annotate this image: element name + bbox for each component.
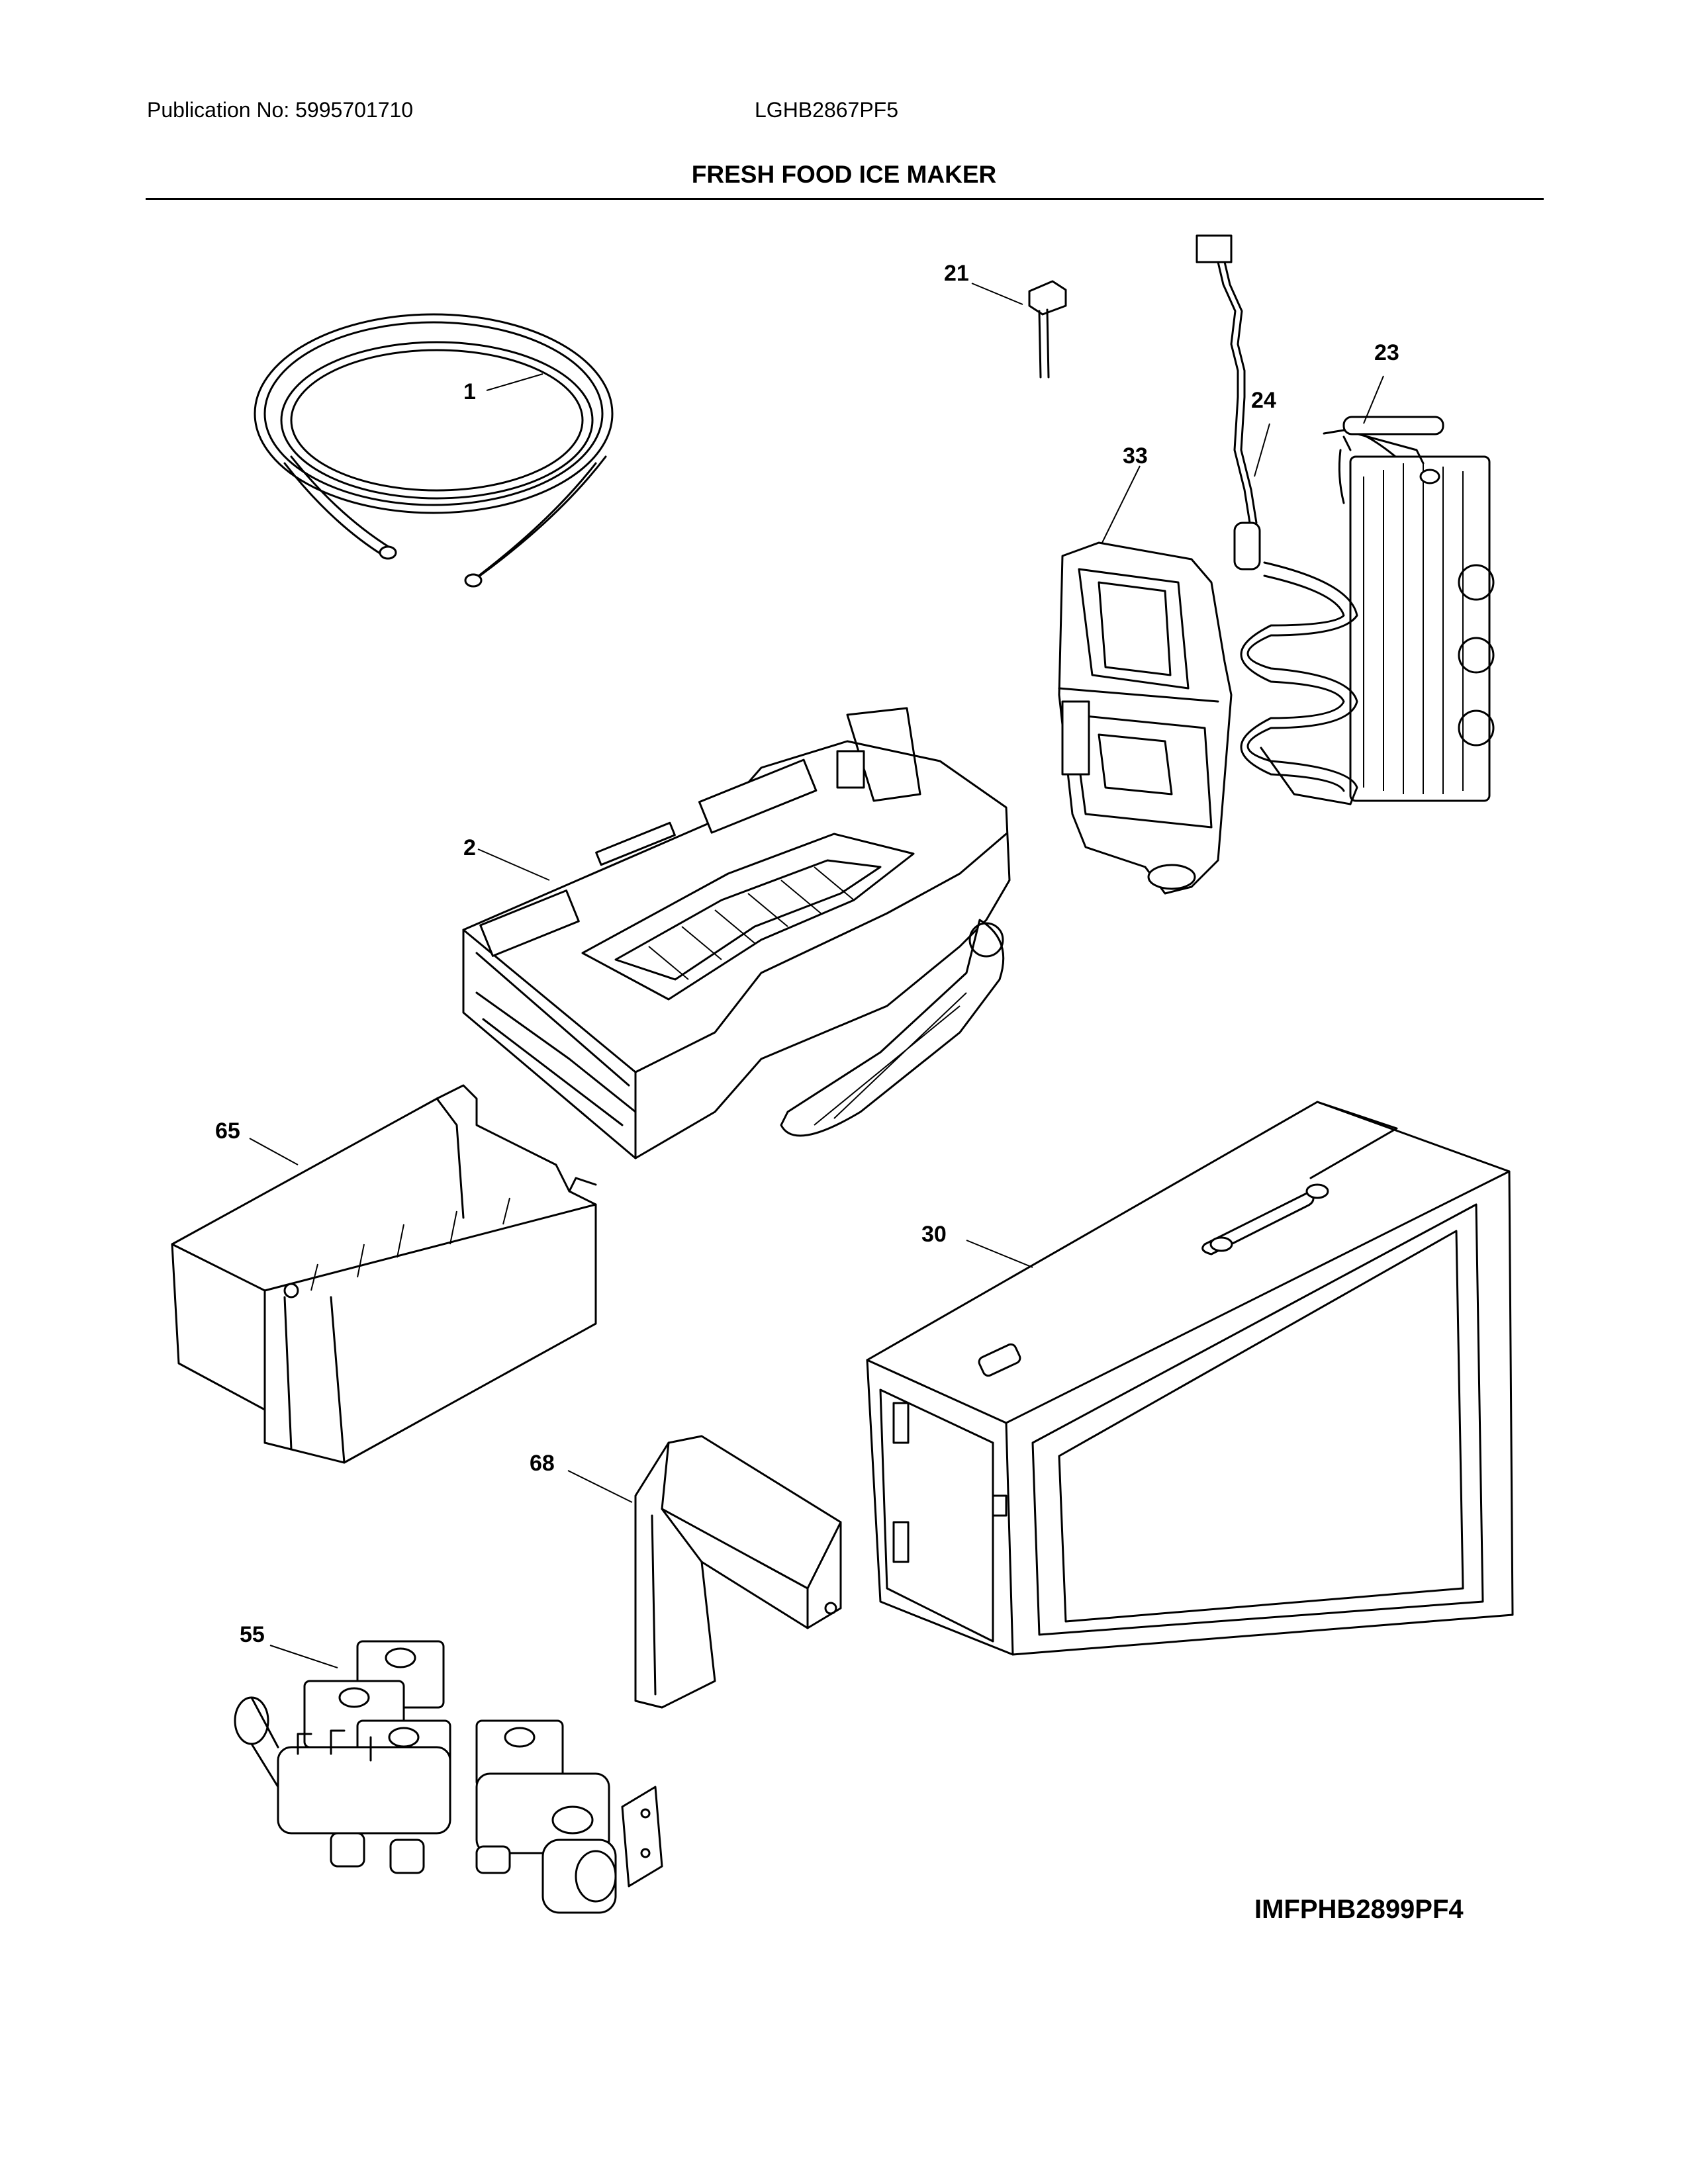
part-21-sensor[interactable]	[1028, 280, 1067, 379]
callout-68: 68	[530, 1451, 555, 1476]
model-number: LGHB2867PF5	[755, 98, 899, 122]
part-55-water-valve[interactable]	[234, 1640, 663, 1914]
diagram-title: FRESH FOOD ICE MAKER	[691, 161, 997, 188]
callout-33: 33	[1123, 443, 1148, 469]
callout-55: 55	[240, 1622, 265, 1647]
leader-lines	[249, 283, 1384, 1668]
callout-labels: 1 2 21 23 24 33 65 30 68 55	[215, 261, 1399, 1647]
part-65-ice-bucket[interactable]	[171, 1084, 597, 1464]
part-30-housing[interactable]	[866, 1101, 1514, 1656]
callout-1: 1	[463, 379, 476, 404]
callout-24: 24	[1251, 388, 1276, 413]
part-24-harness[interactable]	[1196, 234, 1261, 570]
callout-2: 2	[463, 835, 476, 860]
figure-id: IMFPHB2899PF4	[1254, 1895, 1464, 1924]
callout-21: 21	[944, 261, 969, 286]
part-2-ice-maker[interactable]	[462, 707, 1011, 1160]
part-33-heater-bracket[interactable]	[1058, 541, 1233, 895]
callout-65: 65	[215, 1118, 240, 1144]
part-1-tubing[interactable]	[254, 313, 614, 588]
callout-23: 23	[1374, 340, 1399, 365]
header-rule	[146, 198, 1544, 200]
callout-30: 30	[921, 1222, 947, 1247]
publication-number: Publication No: 5995701710	[147, 98, 414, 122]
part-23-heater-coil[interactable]	[1240, 416, 1495, 805]
part-68-chute-cover[interactable]	[634, 1435, 842, 1709]
